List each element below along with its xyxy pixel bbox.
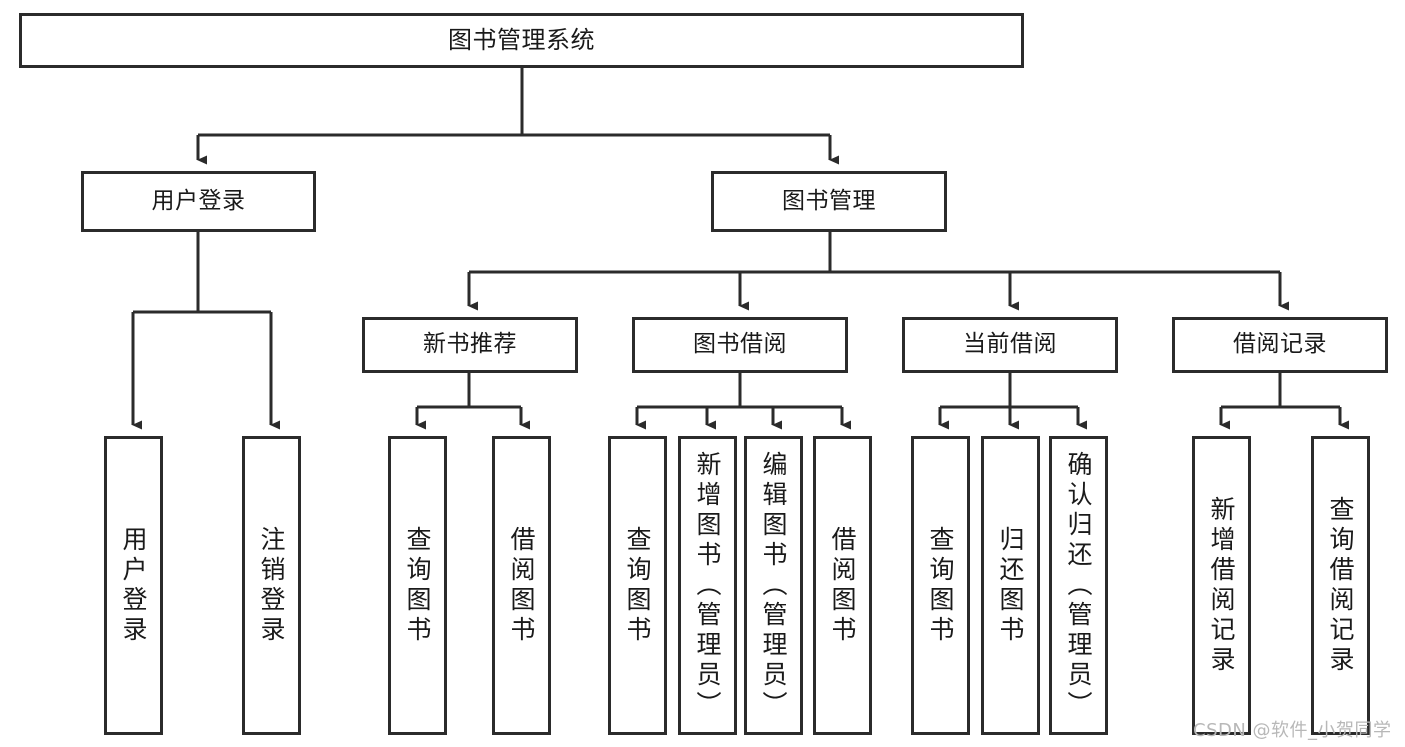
node-label: 确认归还（管理员）: [1064, 450, 1093, 721]
leaf-newbook-borrow-book[interactable]: 借阅图书: [492, 436, 551, 735]
node-book-management[interactable]: 图书管理: [711, 171, 947, 232]
leaf-records-add-record[interactable]: 新增借阅记录: [1192, 436, 1251, 735]
node-label: 图书借阅: [693, 331, 787, 358]
leaf-newbook-query-book[interactable]: 查询图书: [388, 436, 447, 735]
node-new-book-recommend[interactable]: 新书推荐: [362, 317, 578, 373]
node-label: 借阅图书: [828, 525, 857, 646]
node-label: 新增借阅记录: [1207, 495, 1236, 676]
node-label: 查询借阅记录: [1326, 495, 1355, 676]
leaf-current-confirm-return[interactable]: 确认归还（管理员）: [1049, 436, 1108, 735]
node-label: 用户登录: [119, 525, 148, 646]
leaf-borrow-borrow-book[interactable]: 借阅图书: [813, 436, 872, 735]
node-current-borrow[interactable]: 当前借阅: [902, 317, 1118, 373]
node-borrow-records[interactable]: 借阅记录: [1172, 317, 1388, 373]
node-label: 归还图书: [996, 525, 1025, 646]
node-root-system[interactable]: 图书管理系统: [19, 13, 1024, 68]
leaf-records-query-record[interactable]: 查询借阅记录: [1311, 436, 1370, 735]
leaf-borrow-add-book[interactable]: 新增图书（管理员）: [678, 436, 737, 735]
leaf-borrow-query-book[interactable]: 查询图书: [608, 436, 667, 735]
leaf-user-logout[interactable]: 注销登录: [242, 436, 301, 735]
leaf-borrow-edit-book[interactable]: 编辑图书（管理员）: [744, 436, 803, 735]
node-label: 新增图书（管理员）: [693, 450, 722, 721]
node-label: 用户登录: [151, 187, 246, 214]
node-label: 图书管理系统: [448, 26, 595, 55]
node-label: 当前借阅: [963, 331, 1057, 358]
node-label: 新书推荐: [423, 331, 517, 358]
node-label: 图书管理: [782, 187, 876, 214]
leaf-current-return-book[interactable]: 归还图书: [981, 436, 1040, 735]
node-label: 编辑图书（管理员）: [759, 450, 788, 721]
node-label: 借阅记录: [1233, 331, 1327, 358]
node-label: 借阅图书: [507, 525, 536, 646]
node-label: 查询图书: [926, 525, 955, 646]
leaf-user-login-1[interactable]: 用户登录: [104, 436, 163, 735]
node-label: 注销登录: [257, 525, 286, 646]
leaf-current-query-book[interactable]: 查询图书: [911, 436, 970, 735]
node-label: 查询图书: [623, 525, 652, 646]
node-user-login[interactable]: 用户登录: [81, 171, 316, 232]
node-book-borrow[interactable]: 图书借阅: [632, 317, 848, 373]
node-label: 查询图书: [403, 525, 432, 646]
